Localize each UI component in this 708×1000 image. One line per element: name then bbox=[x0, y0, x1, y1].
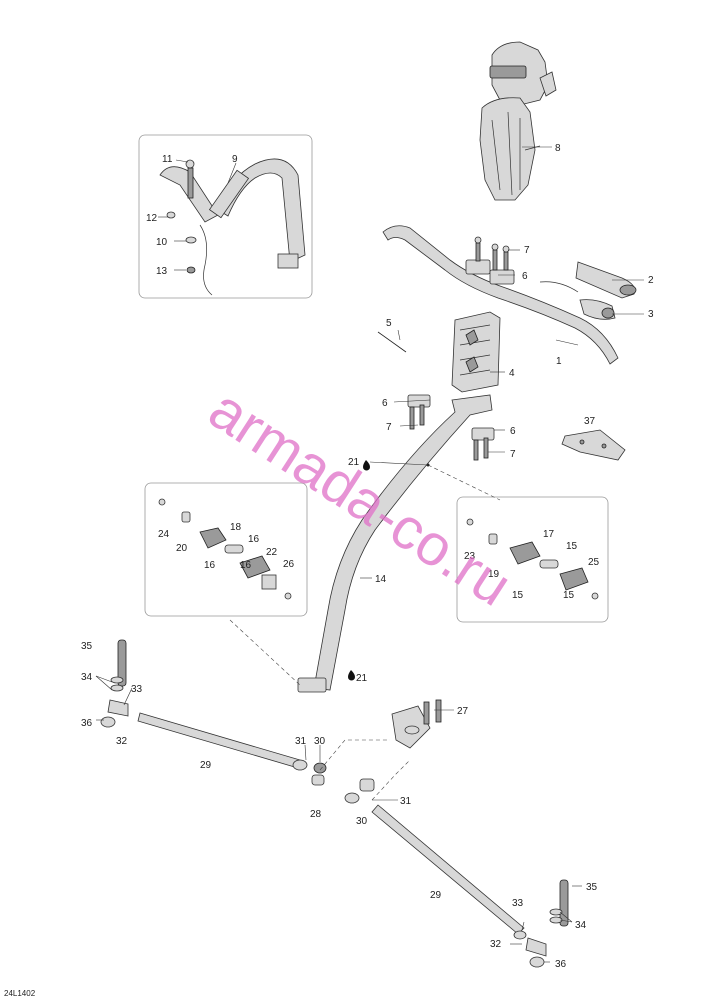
callout-35: 35 bbox=[586, 882, 598, 893]
right-clamp-detail-parts bbox=[466, 518, 599, 600]
callout-19: 19 bbox=[488, 569, 500, 580]
callout-15: 15 bbox=[566, 541, 578, 552]
callout-7: 7 bbox=[510, 449, 516, 460]
callout-15: 15 bbox=[563, 590, 575, 601]
callout-21: 21 bbox=[348, 457, 360, 468]
callout-8: 8 bbox=[555, 143, 561, 154]
callout-22: 22 bbox=[266, 547, 278, 558]
callout-32: 32 bbox=[490, 939, 502, 950]
callout-34: 34 bbox=[81, 672, 93, 683]
callout-16: 16 bbox=[248, 534, 260, 545]
callout-30: 30 bbox=[314, 736, 326, 747]
callout-37: 37 bbox=[584, 416, 596, 427]
callout-23: 23 bbox=[464, 551, 476, 562]
callout-14: 14 bbox=[375, 574, 387, 585]
bracket-part bbox=[561, 429, 626, 461]
callout-13: 13 bbox=[156, 266, 168, 277]
handlebar-cover-part bbox=[479, 41, 557, 201]
callout-24: 24 bbox=[158, 529, 170, 540]
callout-18: 18 bbox=[230, 522, 242, 533]
callout-12: 12 bbox=[146, 213, 158, 224]
lubrication-drop-icon bbox=[363, 460, 370, 471]
callout-25: 25 bbox=[588, 557, 600, 568]
callout-17: 17 bbox=[543, 529, 555, 540]
callout-11: 11 bbox=[162, 154, 173, 165]
callout-31: 31 bbox=[400, 796, 412, 807]
callout-6: 6 bbox=[522, 271, 528, 282]
inset-frame-left-clamp-detail bbox=[144, 482, 308, 617]
callout-4: 4 bbox=[509, 368, 515, 379]
callout-36: 36 bbox=[81, 718, 93, 729]
callout-31: 31 bbox=[295, 736, 307, 747]
callout-36: 36 bbox=[555, 959, 567, 970]
callout-7: 7 bbox=[386, 422, 392, 433]
callout-16: 16 bbox=[240, 560, 252, 571]
callout-5: 5 bbox=[386, 318, 392, 329]
inset-frame-handlebar-detail bbox=[138, 134, 313, 299]
callout-28: 28 bbox=[310, 809, 322, 820]
callout-34: 34 bbox=[575, 920, 587, 931]
callout-26: 26 bbox=[283, 559, 295, 570]
callout-35: 35 bbox=[81, 641, 93, 652]
inset-frame-right-clamp-detail bbox=[456, 496, 609, 623]
callout-33: 33 bbox=[512, 898, 524, 909]
drawing-code-label: 24L1402 bbox=[4, 989, 36, 998]
callout-labels: 1 2 3 4 5 6 6 6 7 7 7 8 9 10 11 12 13 14… bbox=[81, 143, 654, 970]
lubrication-drop-icon bbox=[348, 670, 355, 681]
callout-20: 20 bbox=[176, 543, 188, 554]
left-clamp-detail-parts bbox=[158, 498, 292, 600]
callout-15: 15 bbox=[512, 590, 524, 601]
callout-leader-lines bbox=[95, 146, 644, 963]
steering-column-block-part bbox=[377, 311, 501, 393]
callout-16: 16 bbox=[204, 560, 216, 571]
callout-32: 32 bbox=[116, 736, 128, 747]
steering-column-part bbox=[229, 394, 501, 693]
callout-33: 33 bbox=[131, 684, 143, 695]
callout-7: 7 bbox=[524, 245, 530, 256]
callout-6: 6 bbox=[510, 426, 516, 437]
callout-3: 3 bbox=[648, 309, 654, 320]
handlebar-grip-detail bbox=[159, 158, 306, 296]
callout-2: 2 bbox=[648, 275, 654, 286]
grip-parts bbox=[575, 261, 637, 320]
callout-21: 21 bbox=[356, 673, 368, 684]
callout-6: 6 bbox=[382, 398, 388, 409]
callout-29: 29 bbox=[430, 890, 442, 901]
callout-1: 1 bbox=[556, 356, 562, 367]
handlebar-tube-part bbox=[382, 225, 619, 365]
callout-29: 29 bbox=[200, 760, 212, 771]
upper-clamp-parts bbox=[465, 236, 515, 285]
callout-30: 30 bbox=[356, 816, 368, 827]
tie-rod-assembly bbox=[100, 639, 569, 968]
callout-27: 27 bbox=[457, 706, 469, 717]
callout-9: 9 bbox=[232, 154, 238, 165]
callout-10: 10 bbox=[156, 237, 168, 248]
